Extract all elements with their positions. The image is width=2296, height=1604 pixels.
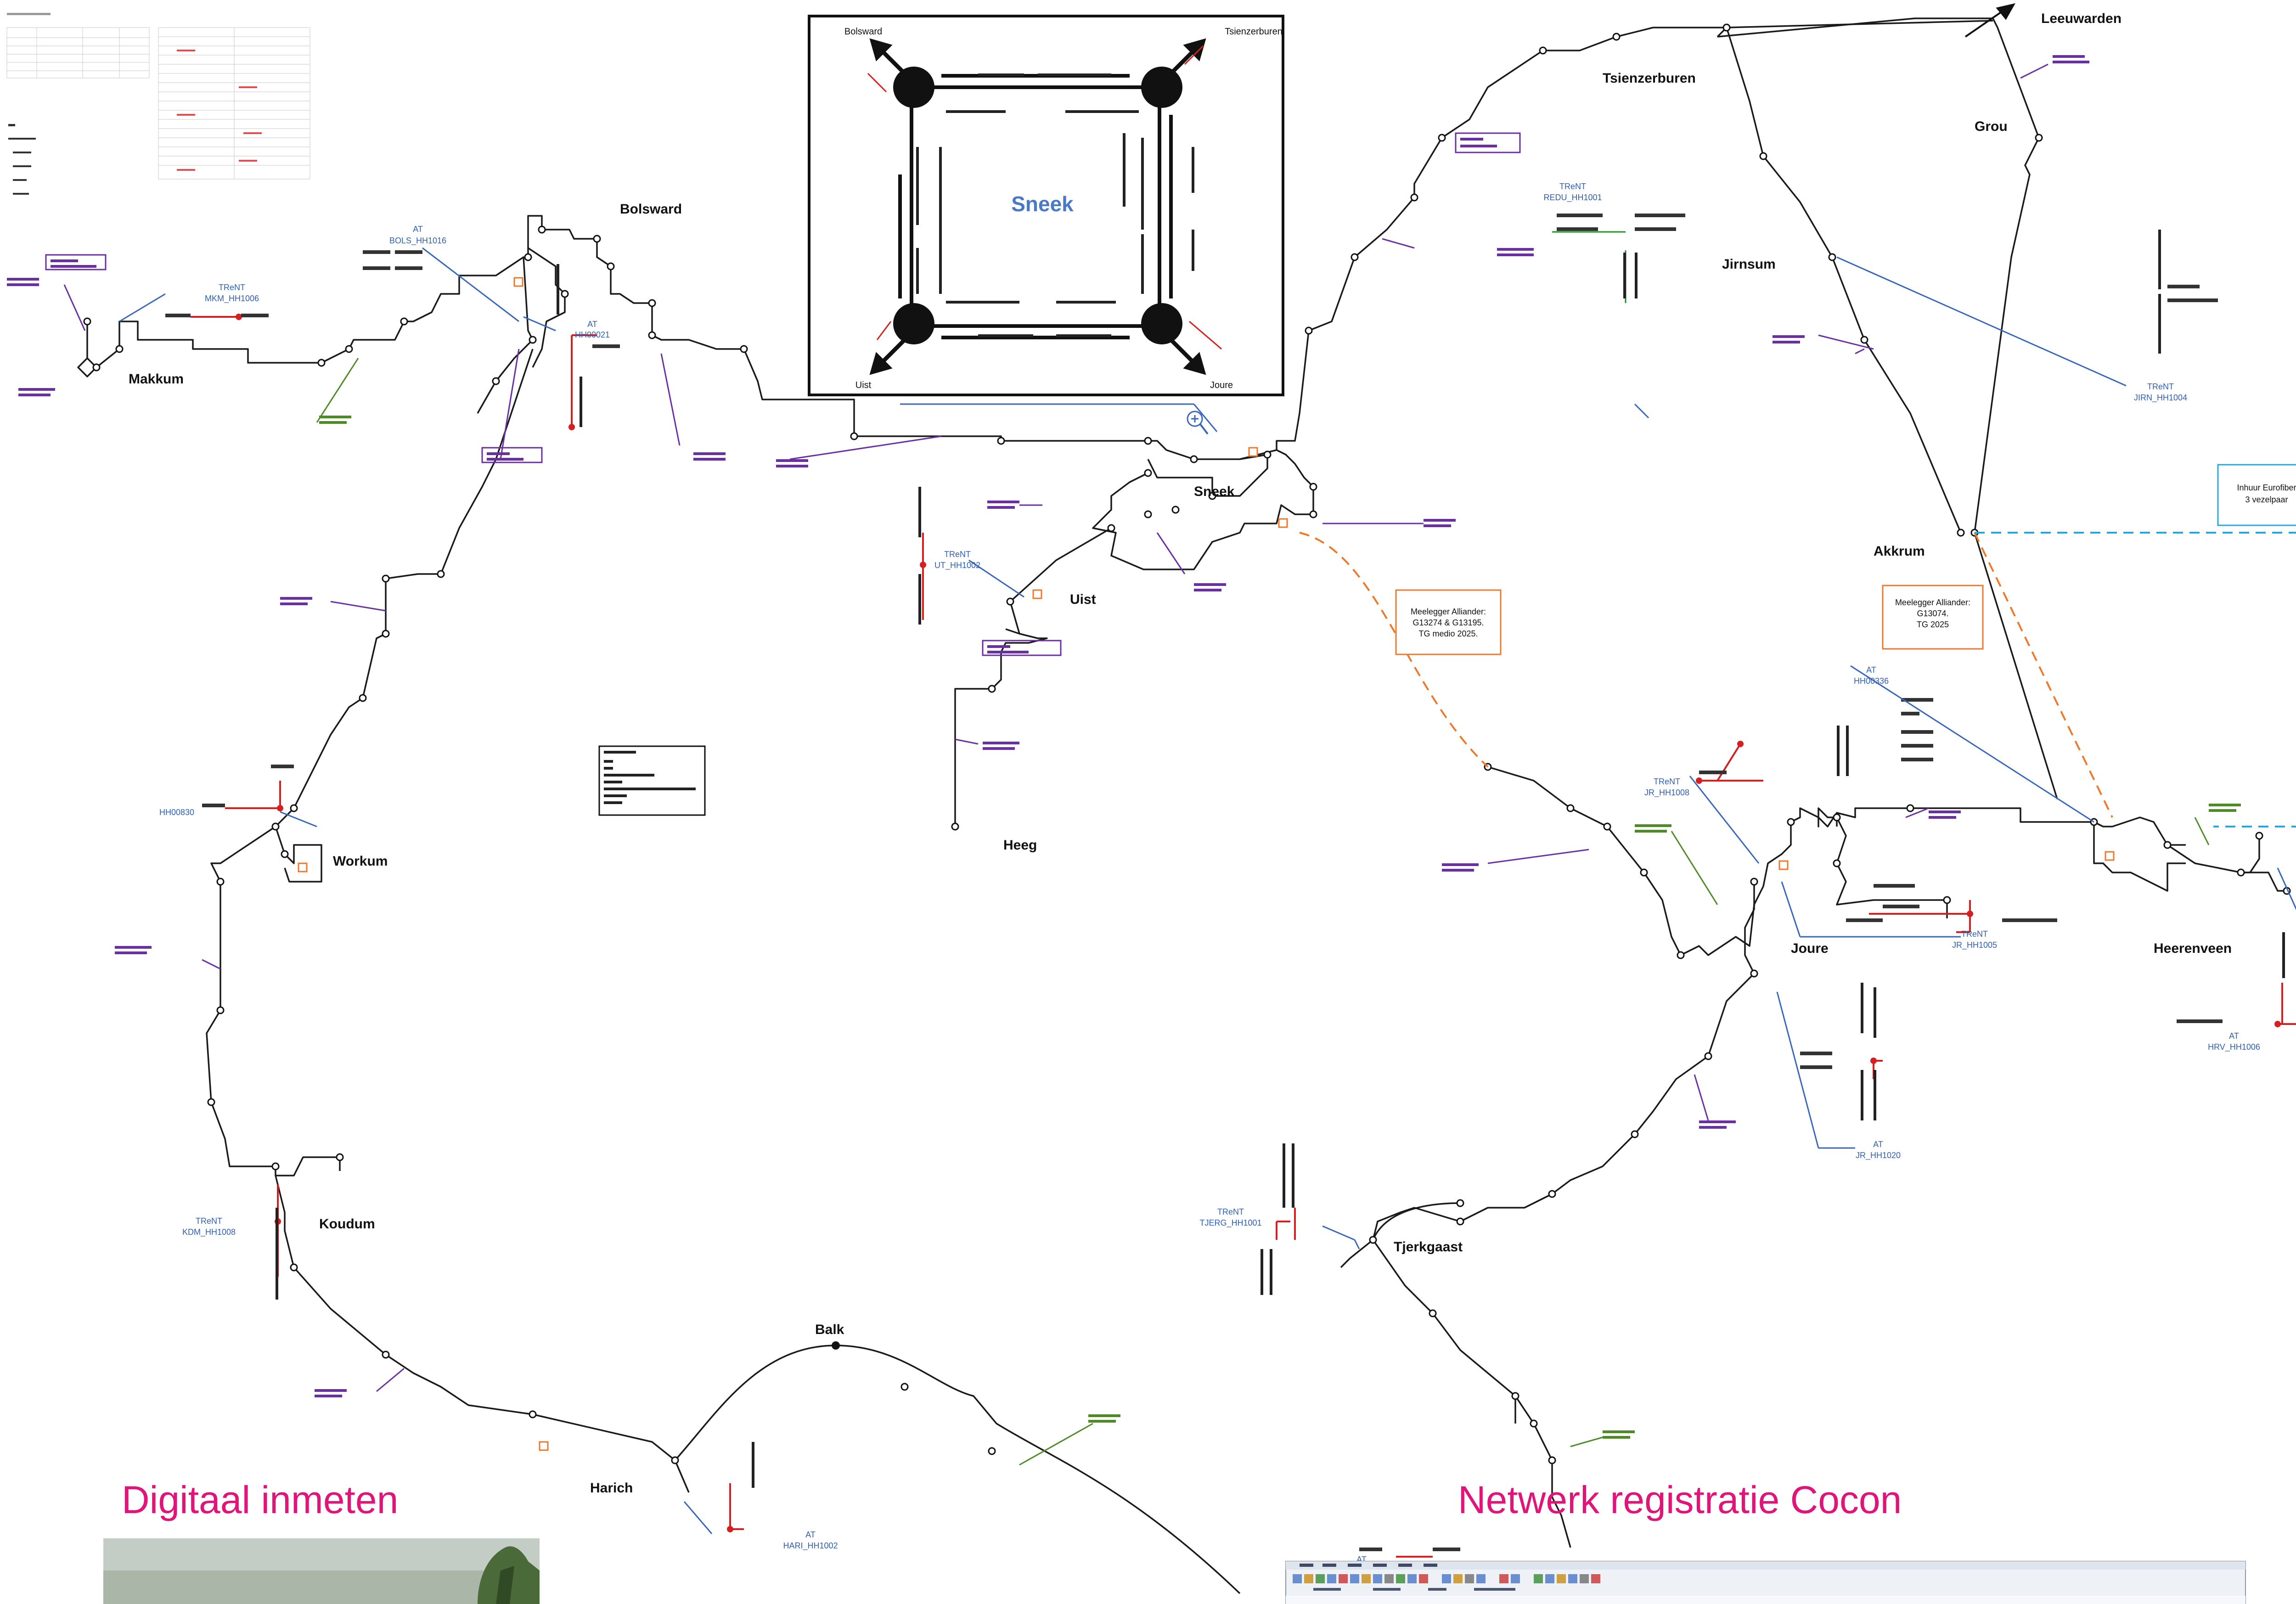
- node-tjerg-line-1: TReNT: [1217, 1207, 1244, 1216]
- cocon-app-screenshot: [1285, 1561, 2246, 1604]
- meelegger2-line-3: TG 2025: [1917, 620, 1949, 629]
- node-labels: TReNT MKM_HH1006 AT BOLS_HH1016 AT HH000…: [159, 182, 2260, 1564]
- place-sneek: Sneek: [1194, 484, 1235, 499]
- blue-leaders: [119, 247, 2296, 1534]
- node-hh00336-line-1: AT: [1866, 665, 1876, 675]
- place-heeg: Heeg: [1003, 838, 1037, 853]
- node-jirn-line-2: JIRN_HH1004: [2134, 393, 2187, 403]
- meelegger1-line-2: G13274 & G13195.: [1412, 618, 1484, 627]
- place-tjerkgaast: Tjerkgaast: [1394, 1239, 1463, 1255]
- node-hari-line-1: AT: [805, 1530, 816, 1539]
- annotation-leaders: [63, 63, 2210, 1466]
- place-tsienzerburen: Tsienzerburen: [1603, 71, 1696, 86]
- node-jirn-line-1: TReNT: [2147, 382, 2174, 391]
- hub-sw: [893, 303, 934, 344]
- fiber-routes: [77, 17, 2287, 1594]
- inset-corner-uist: Uist: [855, 380, 872, 390]
- node-hh00336-line-2: HH00336: [1854, 676, 1889, 686]
- meelegger-box-1: Meelegger Alliander: G13274 & G13195. TG…: [1395, 589, 1502, 655]
- node-hrv-line-1: AT: [2229, 1031, 2239, 1041]
- meelegger-box-2: Meelegger Alliander: G13074. TG 2025: [1882, 585, 1984, 650]
- meelegger2-line-1: Meelegger Alliander:: [1895, 598, 1970, 607]
- balk-node: [832, 1341, 840, 1350]
- inhuur-box: Inhuur Eurofiber 3 vezelpaar: [2217, 464, 2296, 526]
- place-makkum: Makkum: [129, 371, 184, 387]
- node-ut-line-1: TReNT: [944, 550, 971, 559]
- node-jr1005-line-2: JR_HH1005: [1952, 940, 1997, 950]
- splice-points: [236, 314, 2281, 1532]
- inset-title: Sneek: [1011, 192, 1074, 216]
- annotation-text: [7, 55, 2241, 1439]
- place-joure: Joure: [1791, 941, 1829, 956]
- meelegger2-line-2: G13074.: [1917, 609, 1948, 618]
- node-mkm-line-2: MKM_HH1006: [205, 294, 259, 304]
- center-legend: [598, 745, 706, 816]
- node-mkm-line-1: TReNT: [219, 283, 245, 292]
- place-balk: Balk: [815, 1322, 844, 1337]
- place-jirnsum: Jirnsum: [1722, 257, 1776, 272]
- node-bols-line-2: BOLS_HH1016: [389, 236, 446, 246]
- place-labels: Leeuwarden Tsienzerburen Grou Bolsward M…: [129, 11, 2232, 1496]
- node-tjerg-line-2: TJERG_HH1001: [1199, 1218, 1261, 1228]
- node-hh00021-line-2: HH00021: [575, 330, 610, 339]
- node-hrv-line-2: HRV_HH1006: [2208, 1042, 2260, 1052]
- node-kdm-line-1: TReNT: [196, 1216, 222, 1226]
- inhuur-line-1: Inhuur Eurofiber: [2237, 483, 2296, 492]
- place-harich: Harich: [590, 1480, 633, 1496]
- zoom-icon[interactable]: [1187, 411, 1209, 435]
- place-grou: Grou: [1975, 119, 2008, 134]
- green-splices: [1552, 231, 1626, 303]
- inset-corner-joure: Joure: [1210, 380, 1233, 390]
- node-hh00830: HH00830: [159, 808, 194, 817]
- inhuur-line-2: 3 vezelpaar: [2245, 495, 2288, 504]
- node-ut-line-2: UT_HH1002: [934, 561, 980, 570]
- place-akkrum: Akkrum: [1874, 544, 1925, 559]
- legend-table: [6, 13, 310, 195]
- dashed-routes: [1299, 532, 2296, 827]
- closure-markers: [298, 277, 2115, 1451]
- hub-ne: [1141, 67, 1182, 108]
- node-jr1005-line-1: TReNT: [1961, 929, 1988, 939]
- heading-netwerk-registratie-cocon: Netwerk registratie Cocon: [1458, 1478, 1902, 1521]
- place-workum: Workum: [333, 854, 388, 869]
- inset-corner-bolsward: Bolsward: [844, 27, 882, 37]
- node-redu-line-1: TReNT: [1559, 182, 1586, 191]
- vertical-labels: [276, 230, 2285, 1488]
- node-jr1020-line-2: JR_HH1020: [1856, 1151, 1901, 1160]
- place-uist: Uist: [1070, 592, 1096, 607]
- node-jr1020-line-1: AT: [1873, 1140, 1883, 1149]
- hub-nw: [893, 67, 934, 108]
- heading-digitaal-inmeten: Digitaal inmeten: [122, 1478, 398, 1521]
- cocon-toolbar-icons: [1293, 1574, 1600, 1583]
- splice-nodes: [83, 23, 2291, 1464]
- place-bolsward: Bolsward: [620, 202, 682, 217]
- tiny-text-stubs: [165, 214, 2223, 1551]
- inset-corner-tsienzerburen: Tsienzerburen: [1225, 27, 1283, 37]
- place-heerenveen: Heerenveen: [2154, 941, 2232, 956]
- place-leeuwarden: Leeuwarden: [2041, 11, 2122, 26]
- node-redu-line-2: REDU_HH1001: [1543, 193, 1602, 203]
- field-photo: [103, 1538, 540, 1604]
- annotation-boxes: [45, 132, 1521, 656]
- node-hh00021-line-1: AT: [587, 320, 597, 329]
- node-jr1008-line-2: JR_HH1008: [1644, 788, 1689, 798]
- node-bols-line-1: AT: [413, 225, 423, 234]
- place-koudum: Koudum: [319, 1216, 375, 1232]
- node-hari-line-2: HARI_HH1002: [783, 1541, 838, 1551]
- hub-se: [1141, 303, 1182, 344]
- sneek-inset: Sneek Bolsward Tsienzerburen Uist Joure: [808, 15, 1284, 396]
- leeuwarden-arrow: [1964, 3, 2015, 38]
- node-jr1008-line-1: TReNT: [1654, 777, 1680, 786]
- meelegger1-line-1: Meelegger Alliander:: [1411, 607, 1486, 616]
- node-kdm-line-2: KDM_HH1008: [182, 1227, 236, 1237]
- meelegger1-line-3: TG medio 2025.: [1418, 629, 1478, 638]
